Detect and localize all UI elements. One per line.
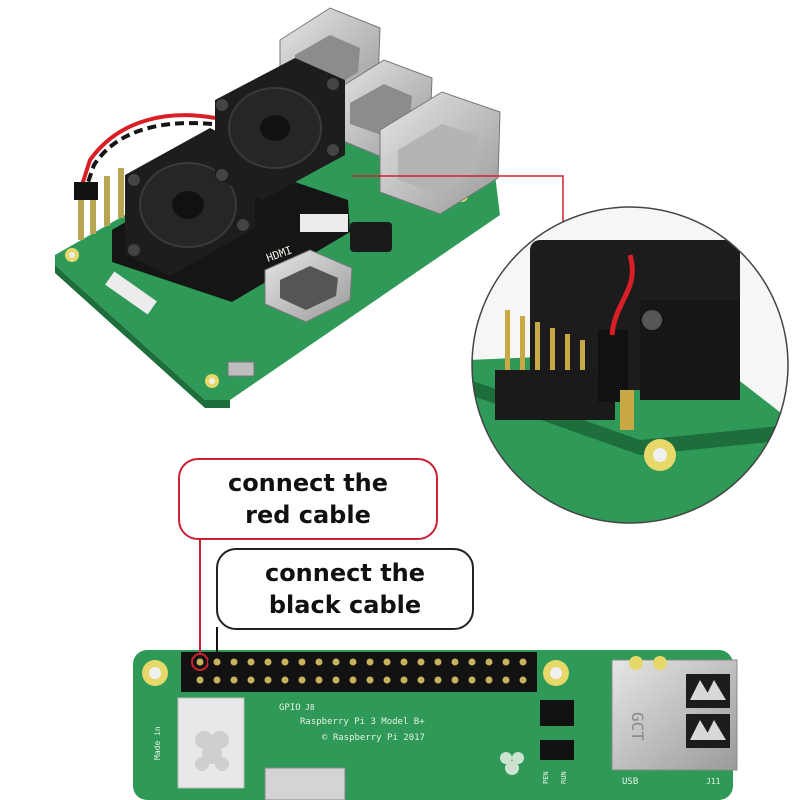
black-callout-line2: black cable [268, 591, 422, 619]
gpio-header [181, 652, 537, 692]
zoom-inset [471, 206, 789, 524]
raspberry-pi-bottom-view: GPIO J8 Raspberry Pi 3 Model B+ © Raspbe… [133, 650, 738, 800]
audio-jack [350, 222, 392, 252]
raspberry-pi-top-view: HDMI [55, 7, 501, 408]
run-label: RUN [560, 771, 568, 784]
usb-ref-label: J11 [706, 777, 721, 786]
gpio-label: GPIO [279, 703, 301, 713]
cooling-fan [215, 58, 345, 200]
csi-connector [300, 214, 348, 232]
fan-connector [74, 182, 98, 200]
black-cable-callout: connect the black cable [216, 548, 474, 630]
hdmi-port-bottom [264, 767, 346, 800]
raspberry-silkscreen-logo [500, 752, 524, 775]
usb-brand-label: GCT [628, 712, 647, 741]
red-callout-line2: red cable [245, 501, 371, 529]
raspberry-logo [195, 731, 229, 771]
fan-wire-black [84, 121, 213, 189]
gpio-pins [196, 658, 527, 684]
micro-usb-port [227, 361, 255, 377]
black-callout-line1: connect the [264, 559, 426, 587]
pen-label: PEN [542, 771, 550, 784]
red-callout-line1: connect the [227, 469, 389, 497]
zoom-red-wire [609, 254, 635, 336]
header-ref-label: J8 [305, 703, 315, 712]
dsi-connector [105, 271, 157, 315]
red-cable-callout: connect the red cable [178, 458, 438, 540]
zoom-circle-border [471, 206, 789, 524]
fan-wire-red [80, 113, 216, 186]
model-label: Raspberry Pi 3 Model B+ [300, 717, 425, 727]
copyright-label: © Raspberry Pi 2017 [322, 733, 425, 743]
made-in-label: Made in [153, 726, 162, 760]
usb-label: USB [622, 777, 638, 787]
gpio-header-pins [78, 168, 124, 240]
